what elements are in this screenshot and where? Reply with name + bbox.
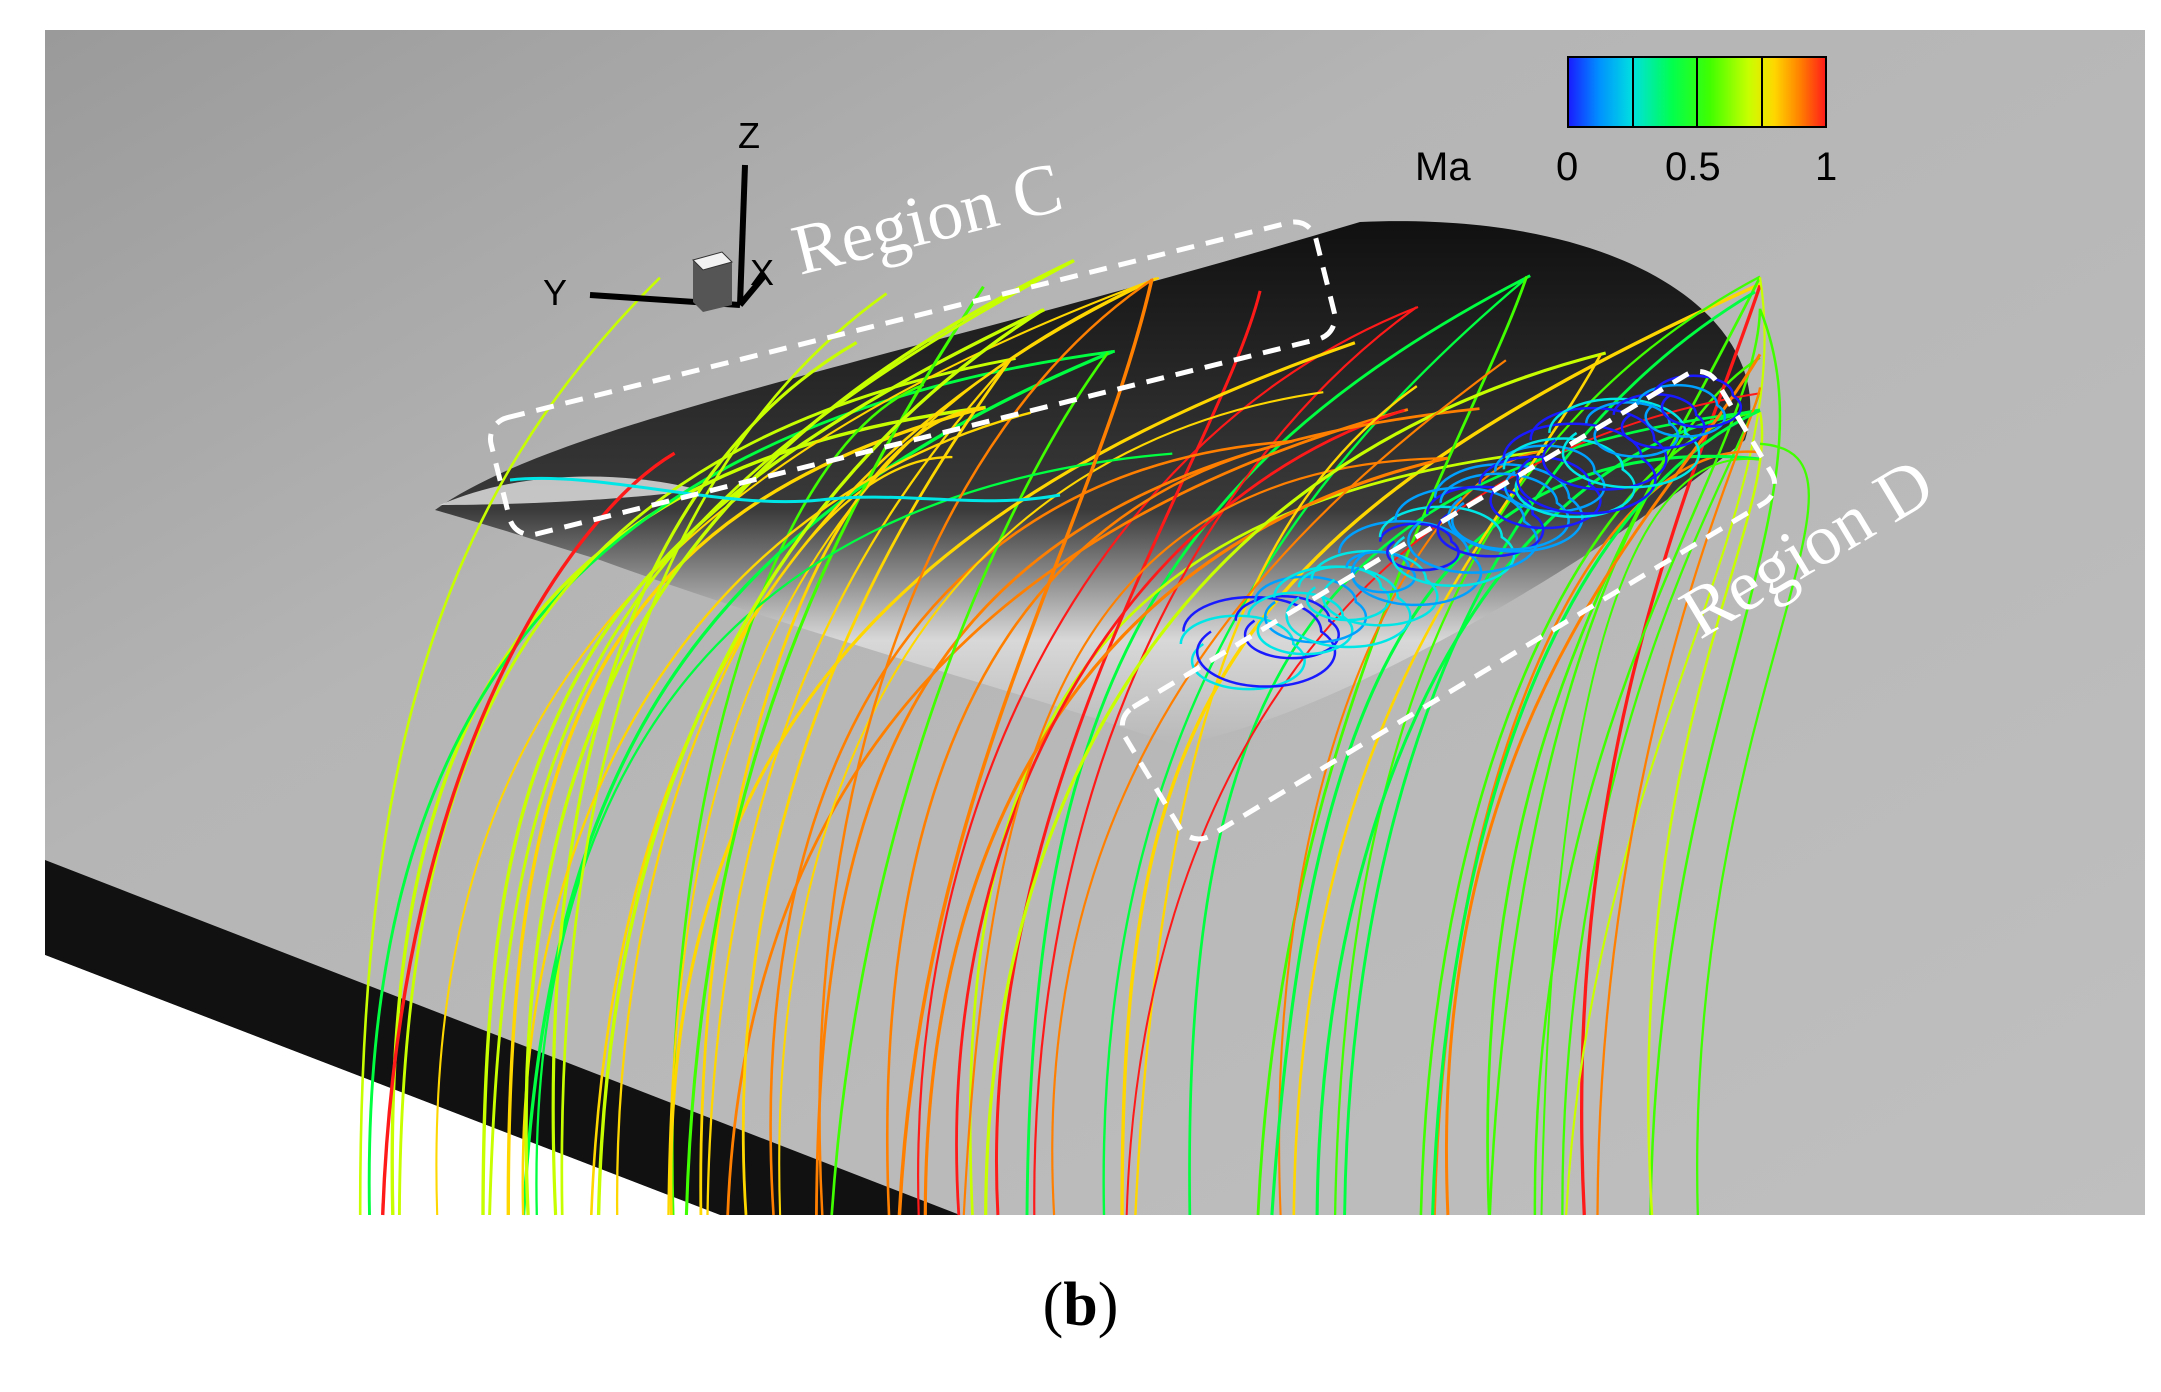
streamline bbox=[1431, 408, 1761, 1216]
streamline bbox=[1445, 353, 1762, 1216]
vortex-streamline bbox=[1585, 401, 1680, 458]
colorbar-variable: Ma bbox=[1415, 145, 1471, 189]
streamline bbox=[684, 285, 985, 1216]
streamline bbox=[962, 457, 1448, 1216]
streamline bbox=[984, 351, 1607, 1216]
streamline bbox=[667, 277, 1156, 1216]
streamline bbox=[1102, 274, 1530, 1216]
streamline bbox=[1134, 385, 1418, 1216]
streamline bbox=[1486, 276, 1762, 1216]
streamline bbox=[778, 391, 1324, 1216]
streamline bbox=[435, 276, 1160, 1216]
streamline bbox=[381, 451, 676, 1216]
streamline bbox=[560, 292, 888, 1216]
streamline bbox=[1120, 282, 1761, 1216]
vortex-streamline bbox=[1502, 437, 1636, 519]
caption-letter: b bbox=[1063, 1271, 1098, 1339]
colorbar: Ma 0 0.5 1 bbox=[1415, 56, 1837, 189]
caption-close-paren: ) bbox=[1097, 1271, 1119, 1339]
streamline bbox=[955, 408, 1405, 1216]
streamline bbox=[1343, 290, 1756, 1216]
region-c-box bbox=[487, 219, 1338, 538]
streamline bbox=[818, 277, 1154, 1216]
streamline bbox=[1565, 277, 1766, 1216]
axis-z-label: Z bbox=[738, 115, 760, 156]
vortex-streamline bbox=[1426, 485, 1545, 558]
streamline bbox=[397, 356, 1016, 1216]
streamline bbox=[1596, 387, 1762, 1216]
wing-edge-white bbox=[45, 955, 720, 1215]
streamline bbox=[1333, 275, 1761, 1216]
axis-triad: Z Y X bbox=[543, 115, 774, 313]
streamline bbox=[1270, 454, 1761, 1216]
streamline bbox=[815, 407, 1480, 1216]
axis-x-label: X bbox=[750, 252, 774, 293]
streamline bbox=[535, 452, 1173, 1216]
figure-caption: (b) bbox=[0, 1270, 2161, 1341]
vortex-streamline bbox=[1636, 383, 1727, 438]
bump-body bbox=[435, 221, 1751, 745]
streamline bbox=[741, 358, 1012, 1216]
streamline bbox=[885, 440, 1292, 1216]
streamline bbox=[1315, 408, 1761, 1216]
streamline bbox=[923, 456, 1449, 1216]
streamline bbox=[358, 276, 661, 1216]
streamline bbox=[481, 308, 1046, 1216]
streamline bbox=[521, 411, 1032, 1216]
caption-open-paren: ( bbox=[1042, 1271, 1064, 1339]
streamline bbox=[521, 350, 1114, 1216]
vortex-streamline bbox=[1529, 406, 1668, 491]
streamline bbox=[1561, 390, 1762, 1216]
streamline bbox=[726, 408, 1409, 1216]
streamline bbox=[524, 259, 1075, 1216]
streamline bbox=[1540, 457, 1761, 1216]
streamline bbox=[669, 341, 1356, 1216]
region-d-box bbox=[1119, 368, 1778, 842]
streamline bbox=[1292, 353, 1603, 1216]
vortex-streamline bbox=[1494, 444, 1606, 513]
streamline bbox=[1695, 442, 1810, 1216]
streamline bbox=[1647, 411, 1764, 1216]
streamline bbox=[596, 308, 1044, 1216]
vortex-streamline bbox=[1247, 591, 1354, 656]
colorbar-tick-1: 0.5 bbox=[1665, 145, 1721, 189]
colorbar-tick-2: 1 bbox=[1815, 145, 1837, 189]
streamline bbox=[1025, 274, 1531, 1216]
vortex-streamline bbox=[1548, 397, 1701, 489]
vortex-streamline bbox=[1297, 565, 1391, 622]
streamline bbox=[830, 351, 1110, 1216]
streamline bbox=[616, 455, 953, 1216]
streamline bbox=[509, 476, 1061, 504]
colorbar-tick-0: 0 bbox=[1556, 145, 1578, 189]
wing-edge bbox=[45, 860, 960, 1215]
streamlines bbox=[358, 259, 1810, 1216]
vortex-streamline bbox=[1310, 549, 1439, 627]
streamline bbox=[551, 341, 858, 1216]
streamline bbox=[917, 305, 1419, 1216]
vortex-streamline bbox=[1433, 463, 1584, 553]
streamline bbox=[1188, 409, 1761, 1216]
vortex-streamline bbox=[1337, 519, 1483, 607]
axis-y-label: Y bbox=[543, 272, 567, 313]
streamline bbox=[1533, 308, 1762, 1216]
streamline bbox=[897, 278, 1154, 1216]
streamline bbox=[488, 259, 1075, 1216]
streamline bbox=[706, 358, 1012, 1216]
streamline bbox=[1649, 308, 1782, 1216]
streamline bbox=[1051, 359, 1507, 1216]
